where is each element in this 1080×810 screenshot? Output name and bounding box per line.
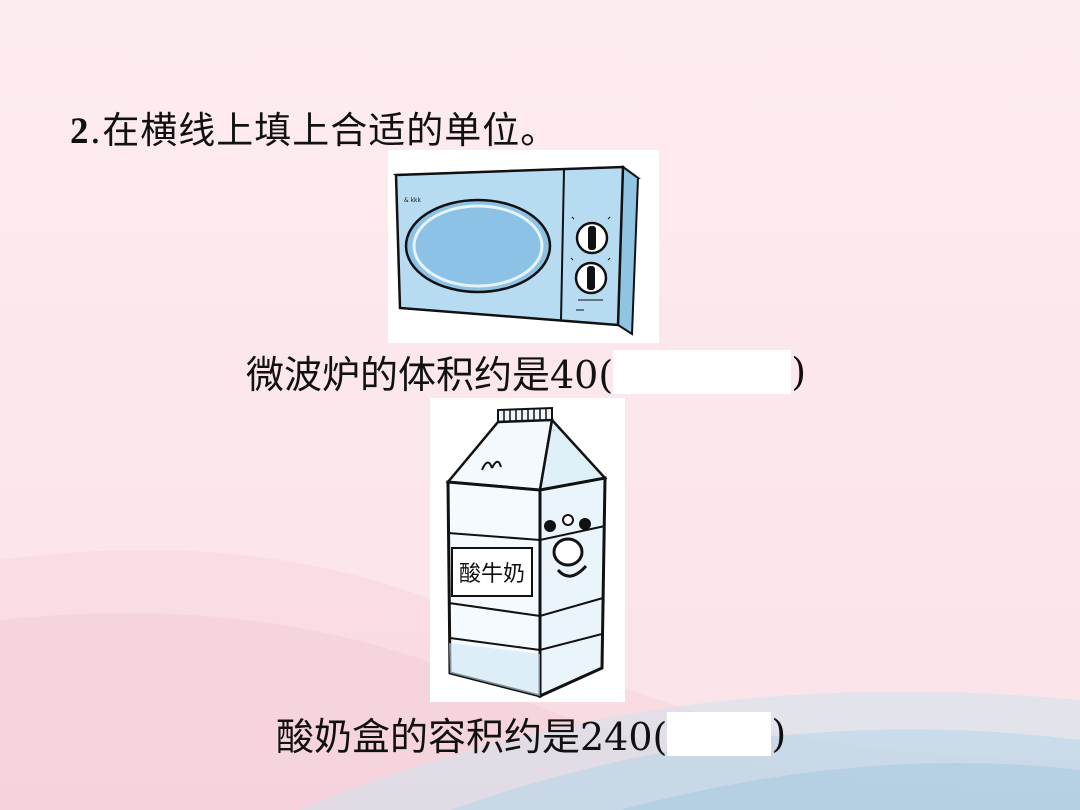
question-text: .在横线上填上合适的单位。 <box>89 109 559 152</box>
yogurt-label: 酸牛奶 <box>459 562 525 587</box>
yogurt-carton-icon: 酸牛奶 <box>445 406 608 699</box>
question-heading: 2.在横线上填上合适的单位。 <box>70 100 558 154</box>
yogurt-answer-blank[interactable] <box>667 711 772 756</box>
microwave-brand: & kkk <box>404 197 422 204</box>
yogurt-sentence: 酸奶盒的容积约是240() <box>276 706 786 761</box>
yogurt-carton-image: 酸牛奶 <box>430 398 625 702</box>
microwave-sentence-suffix: ) <box>791 349 807 394</box>
question-number: 2 <box>70 111 90 152</box>
microwave-answer-blank[interactable] <box>613 349 792 394</box>
yogurt-sentence-prefix: 酸奶盒的容积约是240( <box>276 715 668 759</box>
microwave-image: & kkk <box>388 150 659 343</box>
microwave-sentence: 微波炉的体积约是40() <box>246 344 806 399</box>
microwave-icon: & kkk <box>392 165 641 336</box>
yogurt-sentence-suffix: ) <box>771 711 787 756</box>
microwave-sentence-prefix: 微波炉的体积约是40( <box>246 353 614 397</box>
